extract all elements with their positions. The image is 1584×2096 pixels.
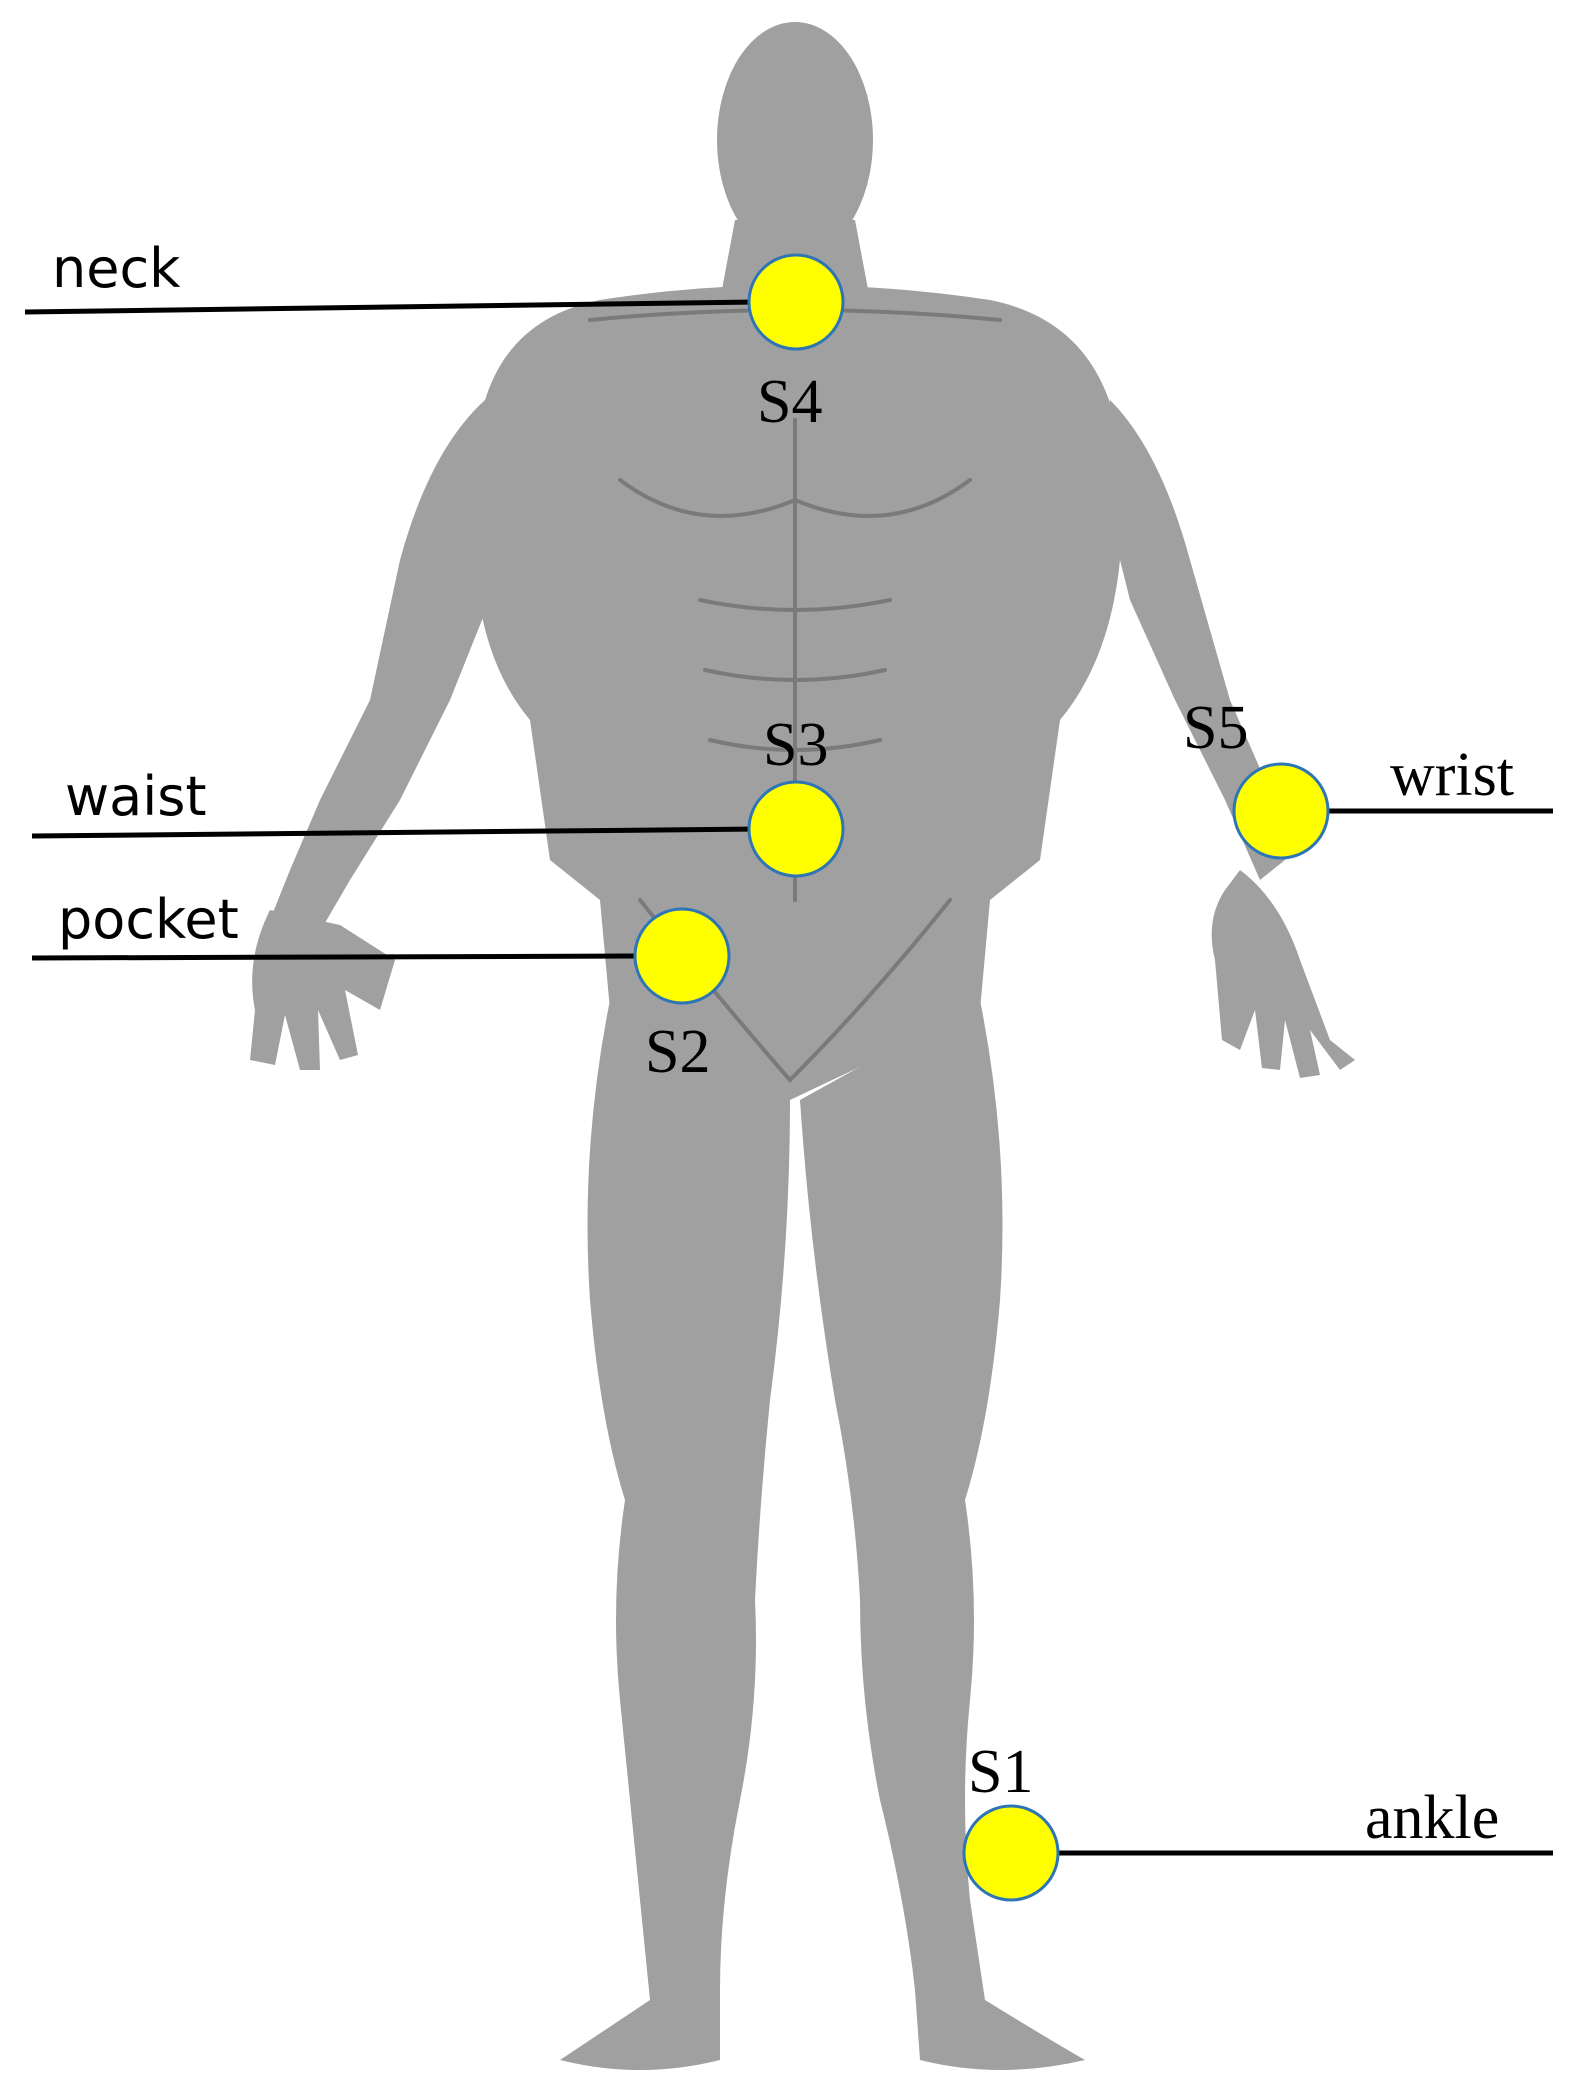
waist-label: waist <box>65 765 207 828</box>
neck-label: neck <box>52 237 181 300</box>
head <box>717 22 873 258</box>
left-hand <box>250 910 395 1070</box>
sensor-s1-marker <box>962 1804 1060 1902</box>
right-arm <box>1100 400 1285 880</box>
sensor-s1-label: S1 <box>968 1738 1033 1806</box>
wrist-label: wrist <box>1390 741 1514 809</box>
waist-leader-line <box>31 826 761 839</box>
left-arm <box>270 400 520 940</box>
abs-line-3 <box>708 738 882 752</box>
sensor-s3-label: S3 <box>763 711 828 779</box>
sensor-markers <box>633 253 1330 1902</box>
sensor-s5-marker <box>1232 762 1330 860</box>
location-labels: neck waist pocket wrist ankle <box>52 237 1514 1852</box>
pocket-leader-line <box>31 953 644 961</box>
sensor-s4-label: S4 <box>757 368 822 436</box>
sensor-s5-label: S5 <box>1183 694 1248 762</box>
right-leg <box>800 1000 1085 2070</box>
leader-lines <box>24 299 1553 1856</box>
sensor-id-labels: S4 S3 S2 S5 S1 <box>645 368 1248 1806</box>
sensor-s2-label: S2 <box>645 1018 710 1086</box>
ankle-label: ankle <box>1365 1784 1499 1852</box>
abs-line-1 <box>698 598 892 612</box>
sensor-s3-marker <box>747 780 845 878</box>
human-body-figure <box>250 22 1355 2070</box>
sensor-s4-marker <box>747 253 845 351</box>
right-hand <box>1211 870 1355 1078</box>
neck-leader-line <box>24 299 758 315</box>
left-leg <box>560 1000 790 2070</box>
pocket-label: pocket <box>58 888 239 951</box>
abs-line-2 <box>703 668 887 682</box>
sensor-s2-marker <box>633 907 731 1005</box>
